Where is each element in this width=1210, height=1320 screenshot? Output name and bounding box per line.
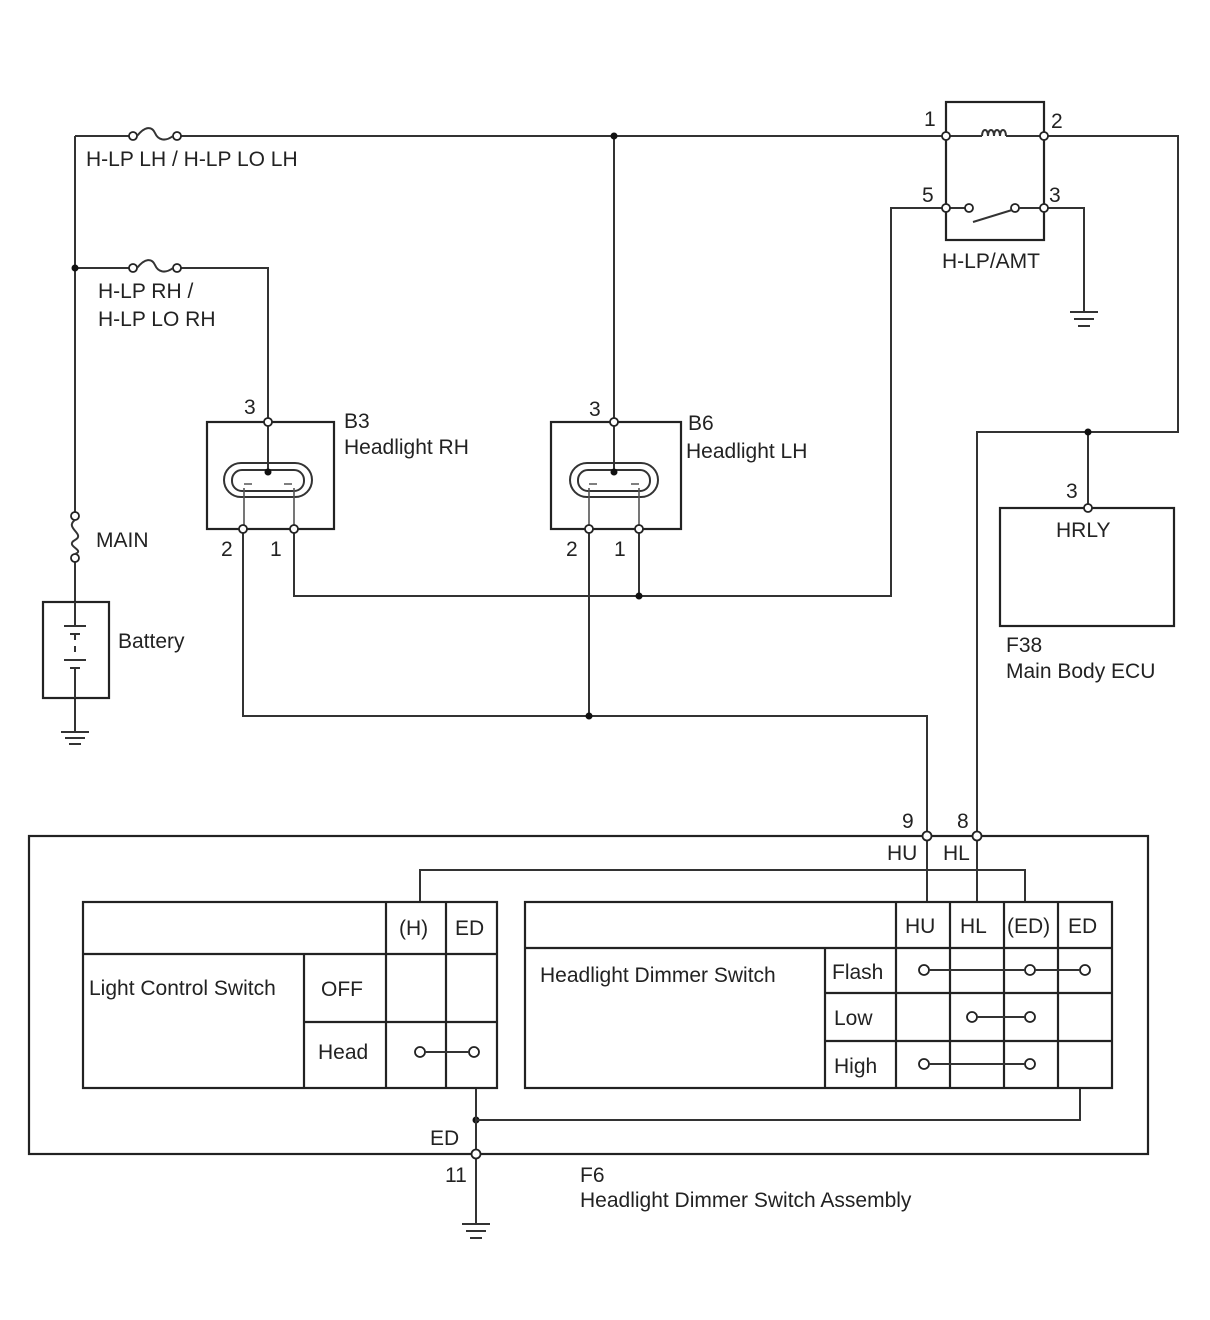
headlight-rh-pin-2-label: 2	[221, 538, 233, 561]
headlight-dimmer-switch-table	[523, 900, 1114, 1090]
hds-row-high: High	[834, 1055, 877, 1078]
relay-pin-3-label: 3	[1049, 184, 1061, 207]
fuse-label-h-lp-rh-line1: H-LP RH /	[98, 280, 193, 303]
switch-pin-8	[971, 830, 983, 842]
ed-internal-wire	[419, 869, 1026, 902]
relay-pin-1	[941, 131, 951, 141]
headlight-lh-pin-2	[584, 524, 594, 534]
hds-col-hu: HU	[905, 915, 935, 938]
relay-pin-5	[941, 203, 951, 213]
relay-name: H-LP/AMT	[942, 250, 1040, 273]
relay-pin-3	[1039, 203, 1049, 213]
switch-pin-8-name: HL	[943, 842, 970, 865]
headlight-lh-pin-3	[609, 417, 619, 427]
fuse-label-h-lp-rh-line2: H-LP LO RH	[98, 308, 215, 331]
light-control-switch-table	[81, 900, 499, 1090]
switch-pin-11	[470, 1148, 482, 1160]
battery-label: Battery	[118, 630, 185, 653]
headlight-rh-pin-1	[289, 524, 299, 534]
switch-pin-11-name: ED	[430, 1127, 459, 1150]
ecu-terminal: HRLY	[1056, 519, 1110, 542]
hu-hl-internal-wires	[926, 836, 978, 902]
headlight-lh	[549, 420, 683, 531]
headlight-lh-pin-2-label: 2	[566, 538, 578, 561]
ecu-pin-3	[1083, 503, 1093, 513]
ecu-name: Main Body ECU	[1006, 660, 1155, 683]
relay-pin-1-label: 1	[924, 108, 936, 131]
switch-assembly-code: F6	[580, 1164, 605, 1187]
headlight-lh-code: B6	[688, 412, 714, 435]
headlight-rh-filament-node	[264, 468, 272, 476]
headlight-lh-pin-1	[634, 524, 644, 534]
headlight-lh-pin-3-label: 3	[589, 398, 601, 421]
headlight-lh-pin-1-label: 1	[614, 538, 626, 561]
headlight-rh-pin-2	[238, 524, 248, 534]
ground-icon-battery	[61, 731, 89, 745]
ground-icon-switch	[462, 1223, 490, 1239]
switch-assembly-box	[27, 834, 1150, 1156]
lcs-col-ed: ED	[455, 917, 484, 940]
ground-icon-relay	[1070, 311, 1098, 327]
switch-pin-8-label: 8	[957, 810, 969, 833]
headlight-rh-pin-3-label: 3	[244, 396, 256, 419]
hds-col-hl: HL	[960, 915, 987, 938]
hds-row-flash: Flash	[832, 961, 883, 984]
switch-pin-9-name: HU	[887, 842, 917, 865]
headlight-lh-filament-node	[610, 468, 618, 476]
fuse-label-h-lp-lh: H-LP LH / H-LP LO LH	[86, 148, 298, 171]
fuse-h-lp-rh	[128, 259, 182, 273]
hds-row-low: Low	[834, 1007, 873, 1030]
switch-pin-9	[921, 830, 933, 842]
hds-col-ed-paren: (ED)	[1007, 915, 1050, 938]
ecu-pin-label: 3	[1066, 480, 1078, 503]
headlight-rh-name: Headlight RH	[344, 436, 469, 459]
battery-symbol	[41, 600, 111, 700]
wires	[74, 135, 1179, 1224]
junctions	[71, 132, 1092, 1124]
relay-pin-2-label: 2	[1051, 110, 1063, 133]
ed-ground-internal-wire	[475, 1088, 1081, 1150]
switch-pin-11-label: 11	[445, 1164, 467, 1187]
lcs-row-off: OFF	[321, 978, 363, 1001]
switch-pin-9-label: 9	[902, 810, 914, 833]
headlight-lh-name: Headlight LH	[686, 440, 807, 463]
fuse-label-main: MAIN	[96, 529, 149, 552]
relay-pin-5-label: 5	[922, 184, 934, 207]
hds-title: Headlight Dimmer Switch	[540, 964, 776, 987]
relay-pin-2	[1039, 131, 1049, 141]
headlight-rh-pin-1-label: 1	[270, 538, 282, 561]
hds-col-ed: ED	[1068, 915, 1097, 938]
lcs-col-h: (H)	[399, 917, 428, 940]
lcs-title: Light Control Switch	[89, 977, 276, 1000]
headlight-rh-code: B3	[344, 410, 370, 433]
ecu-code: F38	[1006, 634, 1042, 657]
lcs-row-head: Head	[318, 1041, 368, 1064]
headlight-rh	[205, 420, 336, 531]
relay-h-lp-amt	[944, 100, 1046, 242]
fuse-h-lp-lh	[128, 127, 182, 141]
switch-assembly-name: Headlight Dimmer Switch Assembly	[580, 1189, 912, 1212]
headlight-rh-pin-3	[263, 417, 273, 427]
fuse-main	[70, 511, 80, 563]
